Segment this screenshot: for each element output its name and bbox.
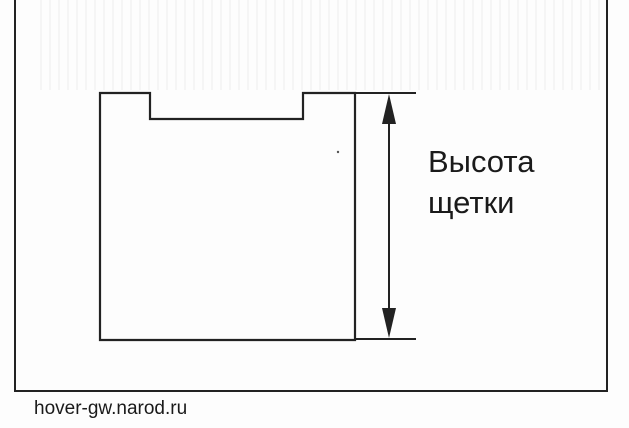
scan-artifact [40,0,600,90]
arrow-up-icon [382,94,396,124]
scan-speck [336,150,340,154]
arrow-down-icon [382,308,396,338]
brush-height-label-line-2: щетки [428,185,515,220]
brush-outline [98,91,357,342]
source-watermark: hover-gw.narod.ru [34,398,188,419]
brush-height-label-line-1: Высота [428,144,535,179]
outer-frame [14,0,608,392]
